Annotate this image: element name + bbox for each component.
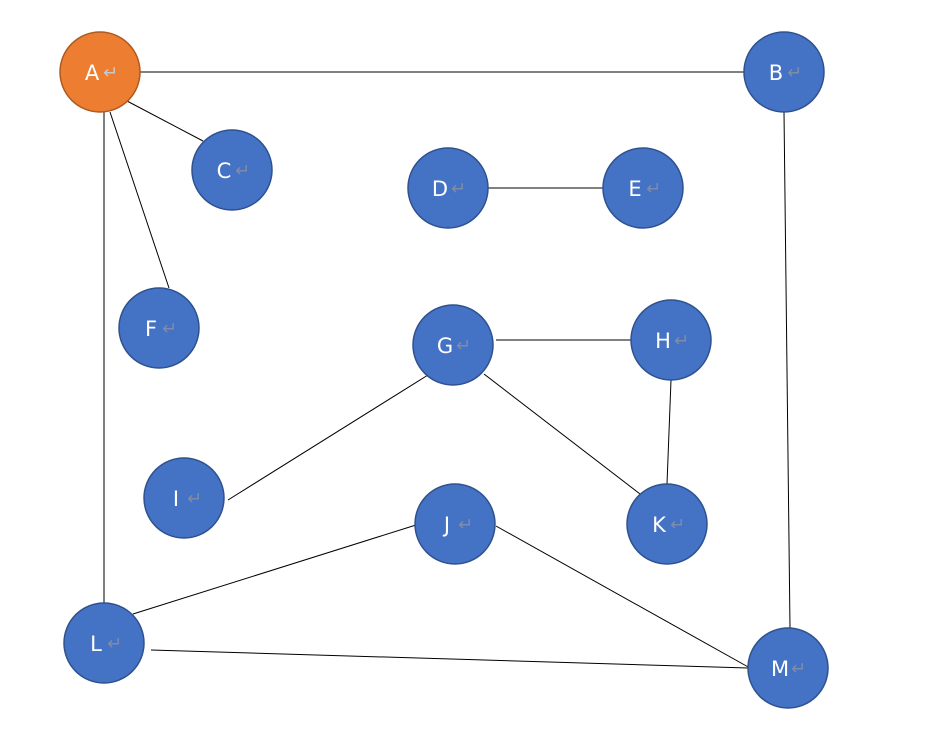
node-label-e: E bbox=[628, 177, 641, 201]
node-circle-k bbox=[626, 483, 708, 565]
return-mark-icon: ↵ bbox=[670, 515, 685, 536]
node-label-c: C bbox=[217, 159, 232, 183]
node-j: J↵ bbox=[414, 483, 496, 565]
node-circle-g bbox=[412, 304, 494, 386]
node-d: D↵ bbox=[407, 147, 489, 229]
edge-g-i bbox=[227, 374, 429, 501]
node-m: M↵ bbox=[747, 627, 829, 709]
return-mark-icon: ↵ bbox=[456, 336, 471, 357]
return-mark-icon: ↵ bbox=[103, 63, 118, 84]
return-mark-icon: ↵ bbox=[162, 319, 177, 340]
edge-a-f bbox=[109, 111, 170, 289]
return-mark-icon: ↵ bbox=[787, 63, 802, 84]
node-f: F↵ bbox=[118, 287, 200, 369]
edge-a-c bbox=[126, 100, 204, 142]
node-circle-e bbox=[602, 147, 684, 229]
node-circle-d bbox=[407, 147, 489, 229]
node-g: G↵ bbox=[412, 304, 494, 386]
node-k: K↵ bbox=[626, 483, 708, 565]
edge-j-m bbox=[495, 525, 751, 669]
return-mark-icon: ↵ bbox=[107, 634, 122, 655]
node-h: H↵ bbox=[630, 299, 712, 381]
node-circle-a bbox=[59, 31, 141, 113]
return-mark-icon: ↵ bbox=[646, 179, 661, 200]
edges-layer bbox=[103, 71, 791, 669]
edge-l-m bbox=[150, 649, 749, 669]
node-label-a: A bbox=[85, 61, 100, 85]
node-label-h: H bbox=[655, 329, 671, 353]
node-b: B↵ bbox=[743, 31, 825, 113]
node-circle-j bbox=[414, 483, 496, 565]
node-circle-b bbox=[743, 31, 825, 113]
return-mark-icon: ↵ bbox=[791, 659, 806, 680]
node-circle-c bbox=[191, 129, 273, 211]
return-mark-icon: ↵ bbox=[458, 515, 473, 536]
node-label-d: D bbox=[432, 177, 448, 201]
node-label-j: J bbox=[442, 513, 450, 537]
node-circle-m bbox=[747, 627, 829, 709]
node-circle-f bbox=[118, 287, 200, 369]
node-circle-l bbox=[63, 602, 145, 684]
return-mark-icon: ↵ bbox=[187, 489, 202, 510]
node-a: A↵ bbox=[59, 31, 141, 113]
node-circle-h bbox=[630, 299, 712, 381]
node-label-g: G bbox=[437, 334, 453, 358]
node-circle-i bbox=[143, 457, 225, 539]
return-mark-icon: ↵ bbox=[674, 331, 689, 352]
node-label-f: F bbox=[145, 317, 157, 341]
nodes-layer: A↵B↵C↵D↵E↵F↵G↵H↵I↵J↵K↵L↵M↵ bbox=[59, 31, 829, 709]
node-i: I↵ bbox=[143, 457, 225, 539]
edge-j-l bbox=[132, 524, 417, 615]
edge-g-k bbox=[483, 373, 641, 495]
return-mark-icon: ↵ bbox=[235, 161, 250, 182]
node-c: C↵ bbox=[191, 129, 273, 211]
return-mark-icon: ↵ bbox=[451, 179, 466, 200]
node-label-m: M bbox=[771, 657, 789, 681]
edge-h-k bbox=[666, 379, 672, 485]
node-label-k: K bbox=[652, 513, 667, 537]
node-l: L↵ bbox=[63, 602, 145, 684]
edge-b-m bbox=[783, 111, 791, 629]
node-e: E↵ bbox=[602, 147, 684, 229]
node-label-i: I bbox=[173, 487, 179, 511]
node-label-b: B bbox=[769, 61, 783, 85]
node-label-l: L bbox=[90, 632, 102, 656]
